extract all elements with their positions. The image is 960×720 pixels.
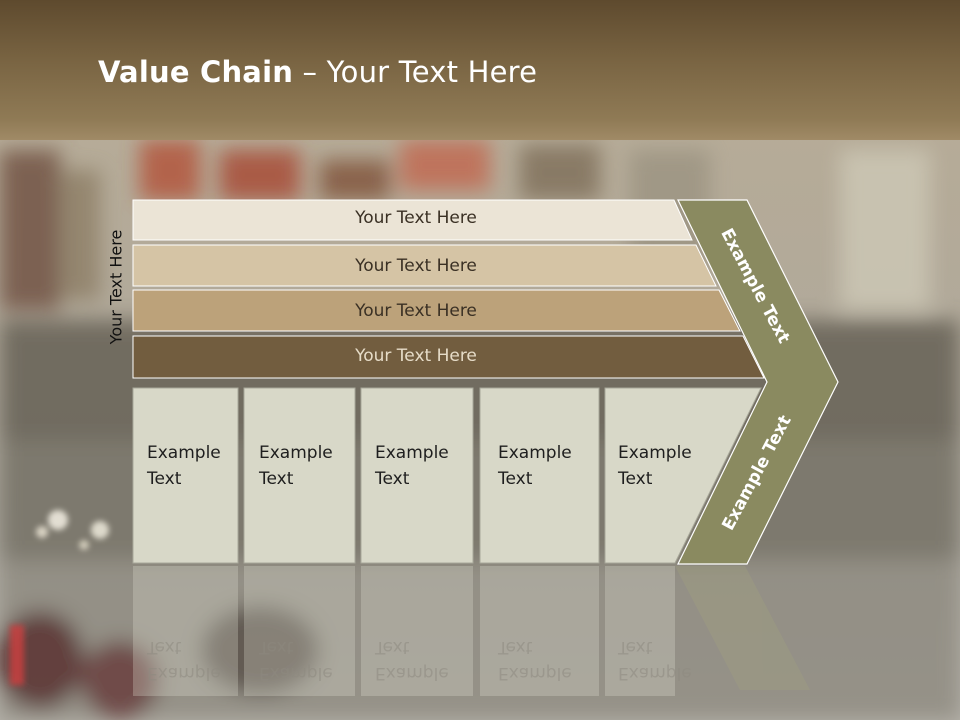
cell-4: [479, 387, 600, 564]
chevron-arrow: [677, 199, 839, 565]
bar-4: [132, 335, 765, 379]
cell-3: [360, 387, 474, 564]
cell-5-text: Example Text: [618, 443, 692, 489]
bar-2-label: Your Text Here: [355, 256, 477, 276]
cell-2: [243, 387, 356, 564]
bar-1-label: Your Text Here: [355, 208, 477, 228]
cell-1-reflection: Example Text: [147, 637, 221, 683]
cell-5-reflection: Example Text: [618, 637, 692, 683]
cell-3-reflection: Example Text: [375, 637, 449, 683]
bar-3-label: Your Text Here: [355, 301, 477, 321]
cell-3-text: Example Text: [375, 443, 449, 489]
bar-4-label: Your Text Here: [355, 346, 477, 366]
cell-2-text: Example Text: [259, 443, 333, 489]
cell-2-reflection: Example Text: [259, 637, 333, 683]
bar-2: [132, 244, 717, 287]
cell-5: [604, 387, 762, 564]
diagram-reflection: [133, 566, 810, 696]
cell-1-text: Example Text: [147, 443, 221, 489]
header-band: [0, 0, 960, 140]
cell-4-text: Example Text: [498, 443, 572, 489]
cell-1: [132, 387, 239, 564]
bar-1: [132, 199, 693, 241]
title-rest: – Your Text Here: [293, 55, 538, 89]
cell-4-reflection: Example Text: [498, 637, 572, 683]
slide-title: Value Chain – Your Text Here: [98, 55, 537, 89]
title-bold: Value Chain: [98, 55, 294, 89]
bar-3: [132, 289, 741, 332]
